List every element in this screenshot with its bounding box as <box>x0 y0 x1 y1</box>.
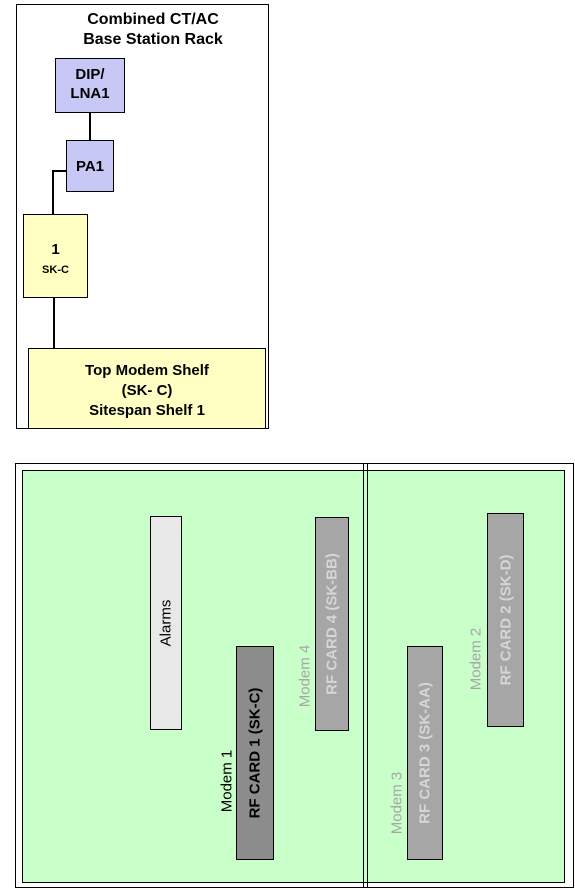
rf-card-2-label: RF CARD 2 (SK-D) <box>497 555 514 686</box>
alarms-label: Alarms <box>158 600 175 647</box>
wire-sk-shelf <box>53 298 55 348</box>
wire-pa-sk-horizontal <box>52 170 66 172</box>
rf-card-1: RF CARD 1 (SK-C) <box>236 646 274 860</box>
modem4-label: Modem 4 <box>297 645 314 708</box>
wire-dip-pa <box>89 113 91 140</box>
sk-node: 1 SK-C <box>23 214 88 298</box>
rf-card-4: RF CARD 4 (SK-BB) <box>315 517 349 731</box>
rf-card-4-label: RF CARD 4 (SK-BB) <box>324 553 341 695</box>
modem3-label: Modem 3 <box>389 772 406 835</box>
wire-pa-sk-vertical <box>52 170 54 214</box>
rf-card-3: RF CARD 3 (SK-AA) <box>407 646 443 860</box>
pa-node: PA1 <box>66 140 114 192</box>
shelf-divider-left <box>363 463 364 888</box>
rf-card-1-label: RF CARD 1 (SK-C) <box>247 688 264 819</box>
modem2-label: Modem 2 <box>468 628 485 691</box>
sk-code: SK-C <box>24 263 87 277</box>
top-modem-shelf-node: Top Modem Shelf (SK- C) Sitespan Shelf 1 <box>28 348 266 429</box>
sk-number: 1 <box>24 241 87 259</box>
alarms-card: Alarms <box>150 516 182 730</box>
dip-lna-node: DIP/ LNA1 <box>55 58 125 113</box>
rf-card-3-label: RF CARD 3 (SK-AA) <box>417 682 434 824</box>
rf-card-2: RF CARD 2 (SK-D) <box>487 513 524 727</box>
modem1-label: Modem 1 <box>219 750 236 813</box>
shelf-divider-right <box>367 463 368 888</box>
rack-title: Combined CT/AC Base Station Rack <box>48 10 258 50</box>
